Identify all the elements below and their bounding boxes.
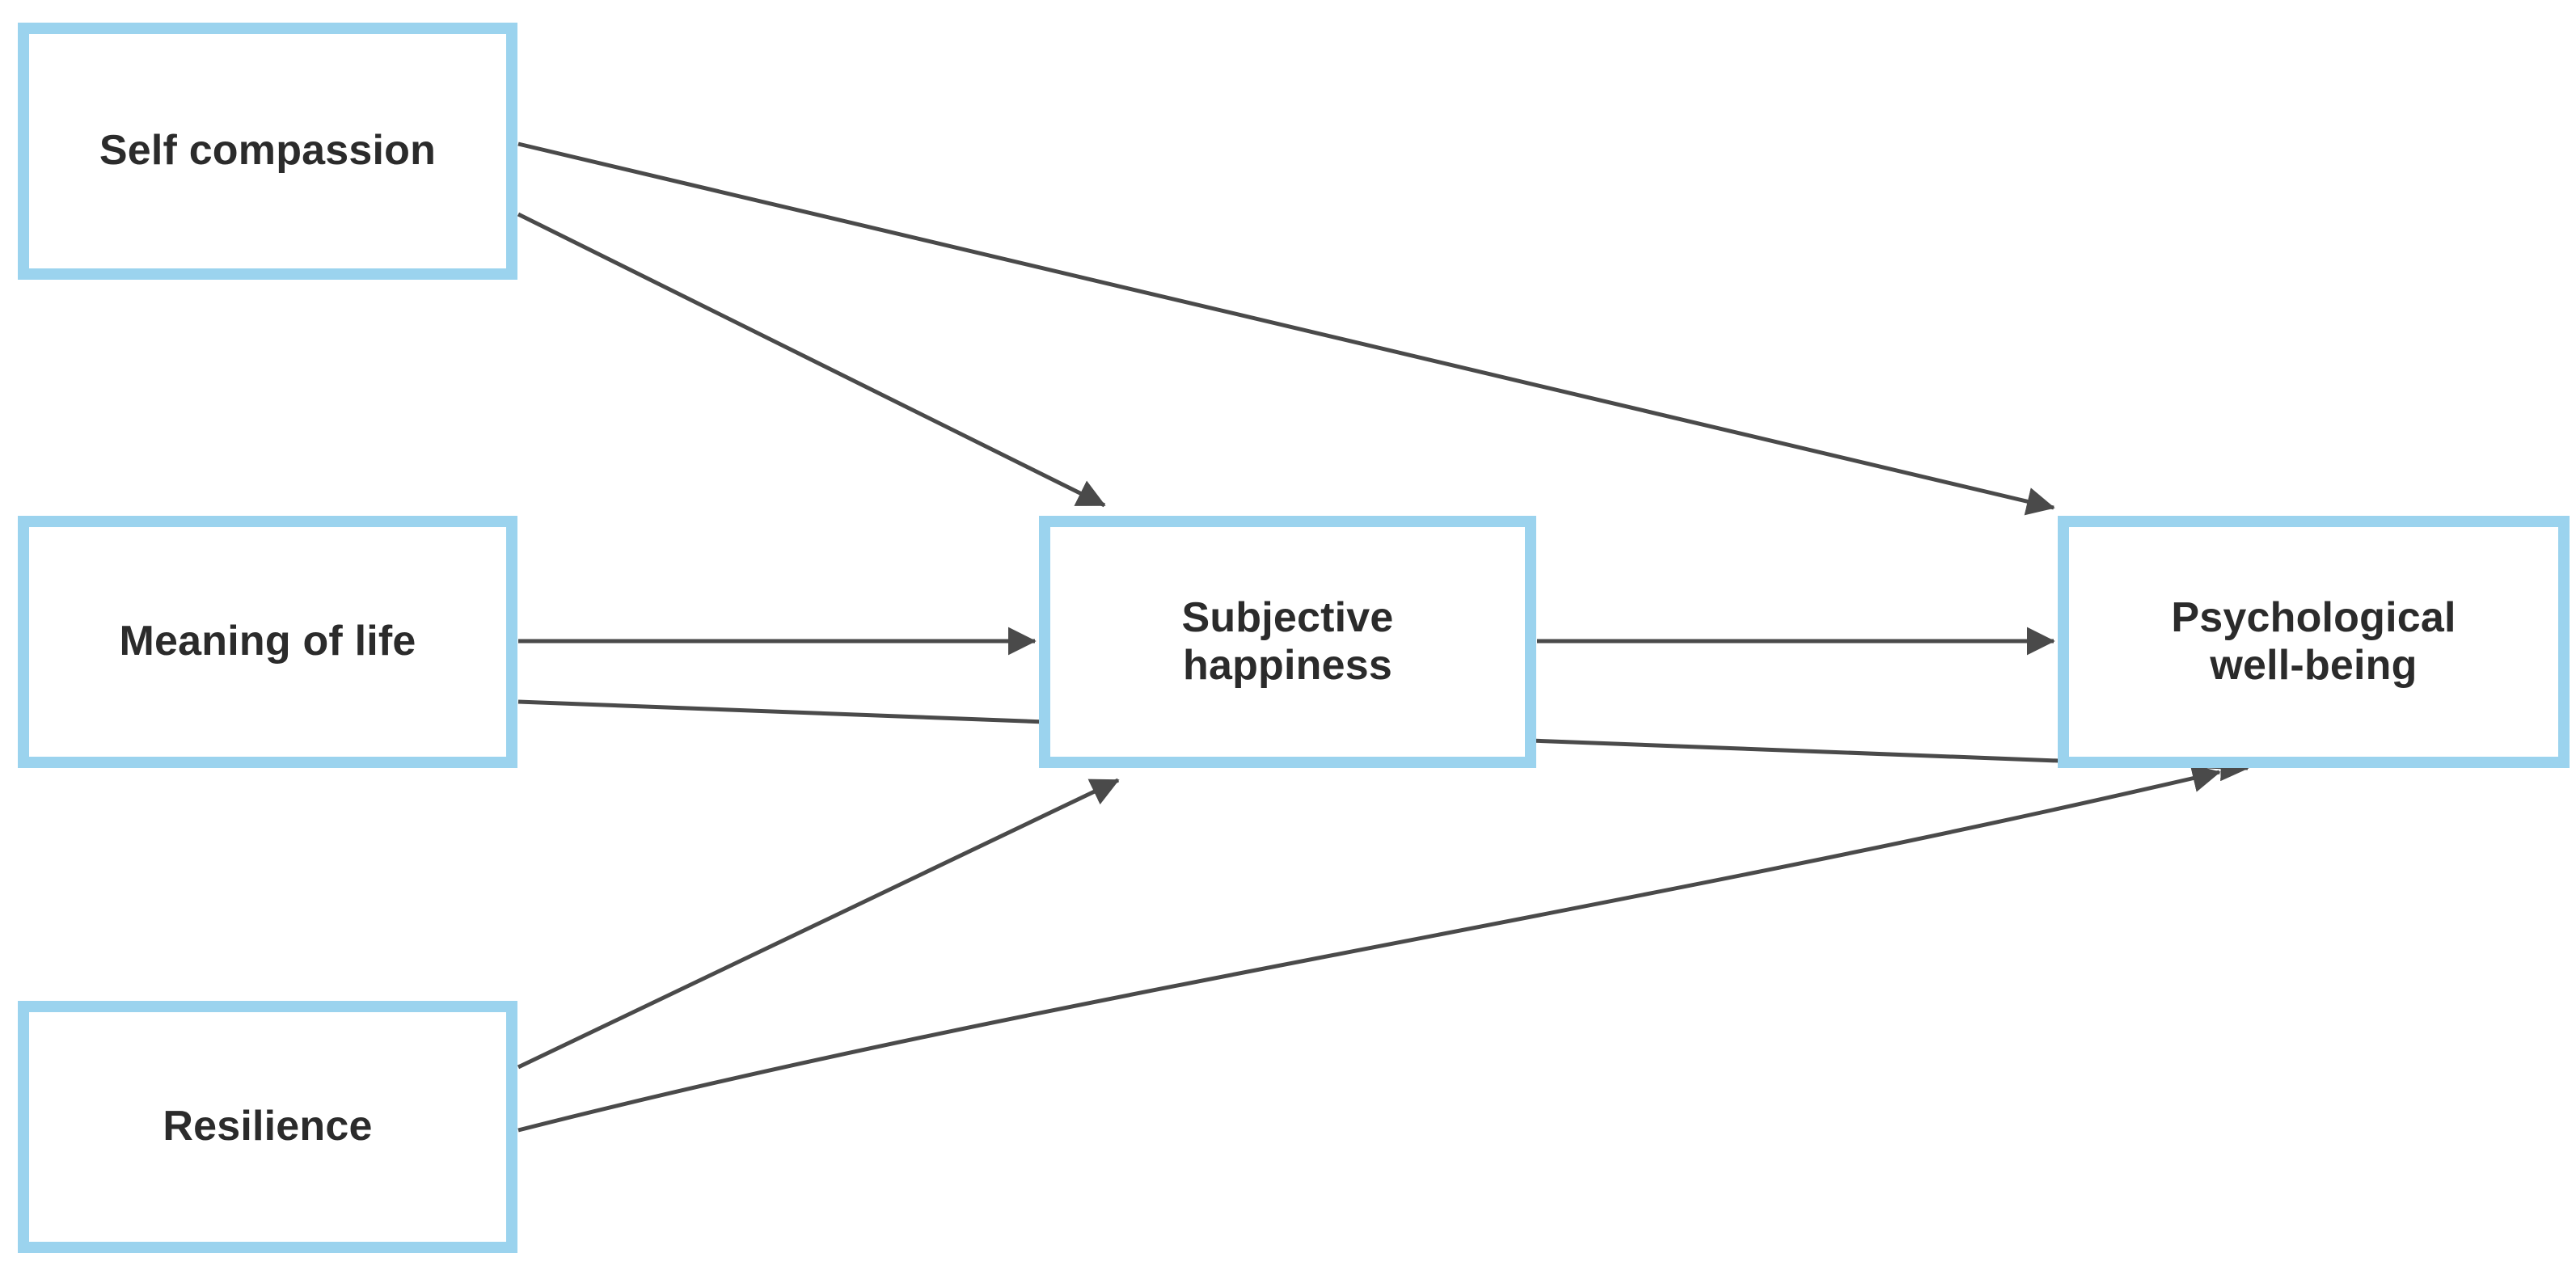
node-label-resilience: Resilience [163, 1103, 373, 1150]
node-self-compassion[interactable]: Self compassion [18, 23, 517, 280]
node-label-psychological-well-being: Psychological well-being [2171, 593, 2456, 689]
arrow-self-compassion-to-psychological-well-being [517, 141, 2055, 516]
node-resilience[interactable]: Resilience [18, 1001, 517, 1253]
node-subjective-happiness[interactable]: Subjective happiness [1039, 516, 1536, 768]
arrow-self-compassion-to-subjective-happiness [517, 212, 1106, 508]
node-label-subjective-happiness: Subjective happiness [1181, 593, 1394, 689]
node-label-meaning-of-life: Meaning of life [119, 618, 416, 665]
arrow-resilience-to-subjective-happiness [517, 778, 1120, 1070]
node-psychological-well-being[interactable]: Psychological well-being [2058, 516, 2570, 768]
arrow-resilience-to-psychological-well-being [517, 764, 2221, 1133]
node-meaning-of-life[interactable]: Meaning of life [18, 516, 517, 768]
node-label-self-compassion: Self compassion [99, 127, 437, 175]
